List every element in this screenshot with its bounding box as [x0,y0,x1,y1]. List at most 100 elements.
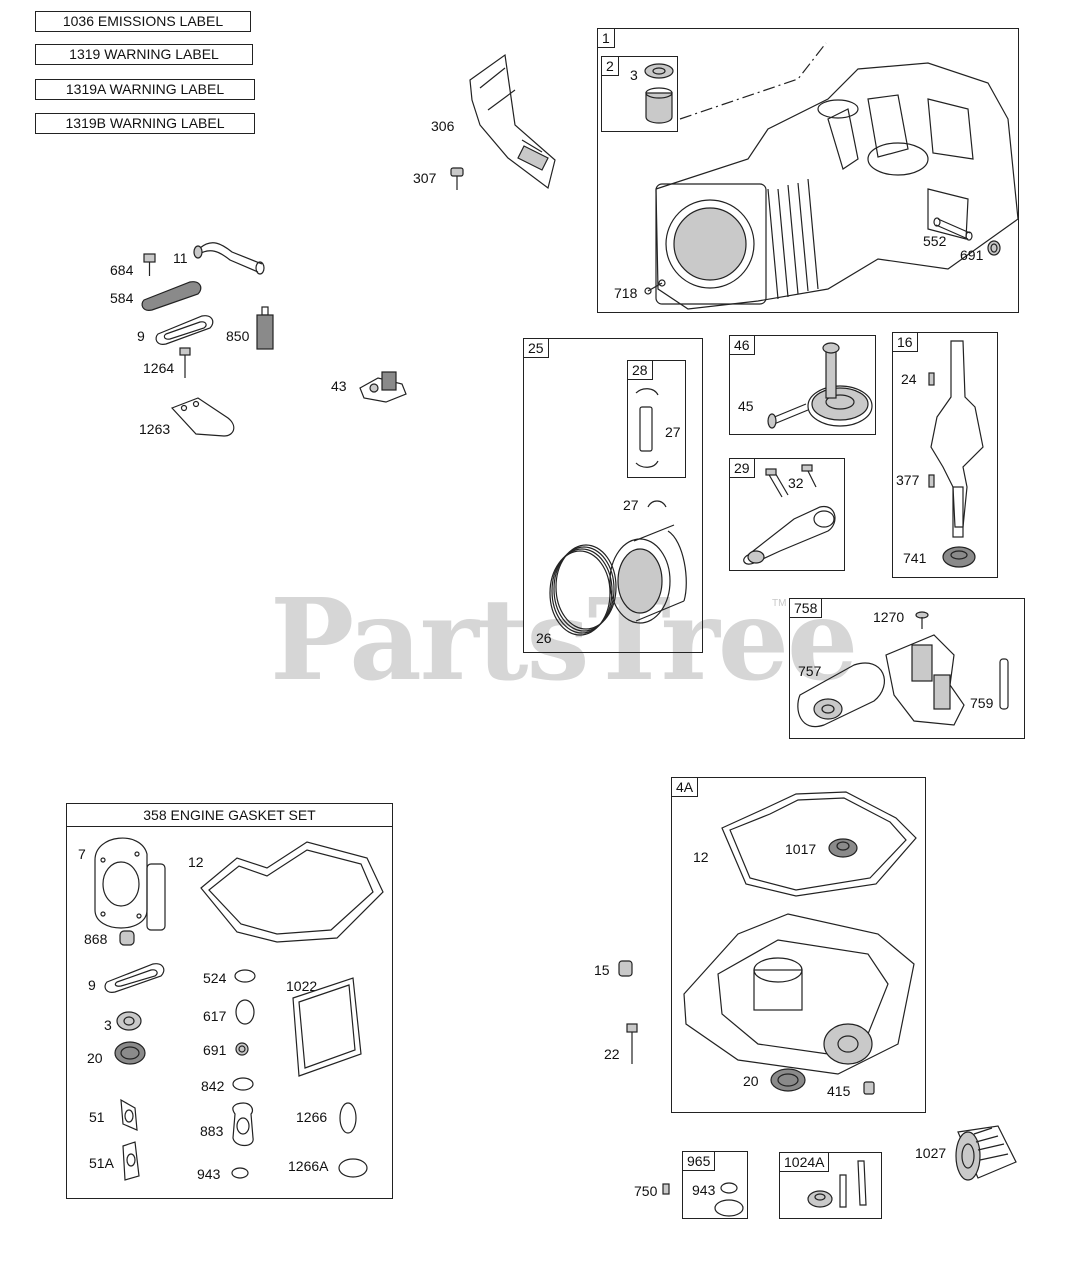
part-750-label[interactable]: 750 [634,1183,658,1199]
oring-1266-drawing [339,1102,357,1134]
oil-filter-1027-drawing [955,1125,1017,1181]
assembly-tag-4a[interactable]: 4A [671,777,699,797]
gasket-part-868-label[interactable]: 868 [84,931,108,947]
assembly-box-758: 758 1270 757 759 [789,598,1025,739]
cylinder-block-drawing [655,42,1019,310]
gasket-9-drawing [155,315,214,345]
label-1319-warning[interactable]: 1319 WARNING LABEL [35,44,253,65]
part-415-label[interactable]: 415 [827,1083,851,1099]
part-691-label[interactable]: 691 [960,247,984,263]
oring-524-drawing [234,969,256,983]
oring-1266a-drawing [338,1158,368,1178]
seal-3-drawing [116,1011,142,1031]
plug-415-drawing [863,1081,875,1095]
gasket-part-883-label[interactable]: 883 [200,1123,224,1139]
part-32-label[interactable]: 32 [788,475,804,491]
assembly-tag-16[interactable]: 16 [892,332,918,352]
gasket-part-51a-label[interactable]: 51A [89,1155,114,1171]
assembly-box-29: 29 32 [729,458,845,571]
part-20-sump-seal-label[interactable]: 20 [743,1073,759,1089]
assembly-tag-1[interactable]: 1 [597,28,615,48]
part-26-label[interactable]: 26 [536,630,552,646]
part-11-label[interactable]: 11 [173,250,188,266]
assembly-tag-25[interactable]: 25 [523,338,549,358]
gasket-part-3-label[interactable]: 3 [104,1017,112,1033]
assembly-tag-965[interactable]: 965 [682,1151,716,1171]
assembly-tag-46[interactable]: 46 [729,335,755,355]
part-1270-label[interactable]: 1270 [873,609,905,625]
part-43-label[interactable]: 43 [331,378,347,394]
air-guide-shield-drawing [469,53,556,190]
part-1263-label[interactable]: 1263 [139,421,171,437]
part-24-label[interactable]: 24 [901,371,917,387]
part-9-label[interactable]: 9 [137,328,145,344]
breather-cover-584-drawing [141,281,202,311]
part-943-kit-label[interactable]: 943 [692,1182,716,1198]
part-306-label[interactable]: 306 [431,118,455,134]
part-759-label[interactable]: 759 [970,695,994,711]
part-22-label[interactable]: 22 [604,1046,620,1062]
screw-750-drawing [662,1183,670,1195]
part-552-label[interactable]: 552 [923,233,947,249]
part-684-label[interactable]: 684 [110,262,134,278]
gasket-part-51-label[interactable]: 51 [89,1109,105,1125]
gasket-part-12-label[interactable]: 12 [188,854,204,870]
sump-cover-drawing [683,913,915,1075]
assembly-tag-758[interactable]: 758 [789,598,823,618]
assembly-tag-2[interactable]: 2 [601,56,619,76]
gasket-part-617-label[interactable]: 617 [203,1008,227,1024]
part-307-label[interactable]: 307 [413,170,437,186]
part-27-clip-label[interactable]: 27 [623,497,639,513]
sump-gasket-drawing [721,791,917,897]
engine-gasket-set-title[interactable]: 358 ENGINE GASKET SET [67,804,392,827]
assembly-box-1: 1 2 3 552 691 718 [597,28,1019,313]
part-584-label[interactable]: 584 [110,290,134,306]
cover-gasket-1022-drawing [292,977,362,1077]
gasket-9-set-drawing [104,963,165,993]
seal-20-sump-drawing [770,1068,806,1092]
gasket-part-1266-label[interactable]: 1266 [296,1109,328,1125]
part-12-sump-gasket-label[interactable]: 12 [693,849,709,865]
part-15-label[interactable]: 15 [594,962,610,978]
part-27-ring-label[interactable]: 27 [665,424,681,440]
part-1264-label[interactable]: 1264 [143,360,175,376]
gasket-part-691-label[interactable]: 691 [203,1042,227,1058]
bolt-684-drawing [143,253,156,276]
part-377-label[interactable]: 377 [896,472,920,488]
gasket-part-7-label[interactable]: 7 [78,846,86,862]
screw-1270-drawing [915,611,929,629]
screw-307-drawing [450,167,464,190]
gasket-part-1266a-label[interactable]: 1266A [288,1158,329,1174]
part-757-label[interactable]: 757 [798,663,822,679]
gasket-part-20-label[interactable]: 20 [87,1050,103,1066]
assembly-tag-29[interactable]: 29 [729,458,755,478]
seal-20-drawing [114,1041,146,1065]
part-45-label[interactable]: 45 [738,398,754,414]
assembly-box-16: 16 24 377 741 [892,332,998,578]
gasket-part-1022-label[interactable]: 1022 [286,978,318,994]
part-850-label[interactable]: 850 [226,328,250,344]
assembly-box-965: 965 943 [682,1151,748,1219]
governor-43-drawing [359,371,407,403]
clip-27-drawing [647,500,667,508]
valve-1017-drawing [828,838,858,858]
gasket-part-524-label[interactable]: 524 [203,970,227,986]
assembly-tag-28[interactable]: 28 [627,360,653,380]
part-1027-label[interactable]: 1027 [915,1145,947,1161]
kit-965-drawing [714,1182,744,1217]
label-1319a-warning[interactable]: 1319A WARNING LABEL [35,79,255,100]
part-3-label[interactable]: 3 [630,67,638,83]
gasket-part-943-label[interactable]: 943 [197,1166,221,1182]
screw-1264-drawing [179,347,191,378]
assembly-box-46: 46 45 [729,335,876,435]
part-741-label[interactable]: 741 [903,550,927,566]
gasket-part-842-label[interactable]: 842 [201,1078,225,1094]
gasket-part-9-label[interactable]: 9 [88,977,96,993]
part-1017-label[interactable]: 1017 [785,841,817,857]
label-1036-emissions[interactable]: 1036 EMISSIONS LABEL [35,11,251,32]
part-718-label[interactable]: 718 [614,285,638,301]
assembly-tag-1024a[interactable]: 1024A [779,1152,830,1172]
label-1319b-warning[interactable]: 1319B WARNING LABEL [35,113,255,134]
balancer-assembly-drawing [797,634,1009,728]
breather-plate-1263-drawing [170,397,235,437]
